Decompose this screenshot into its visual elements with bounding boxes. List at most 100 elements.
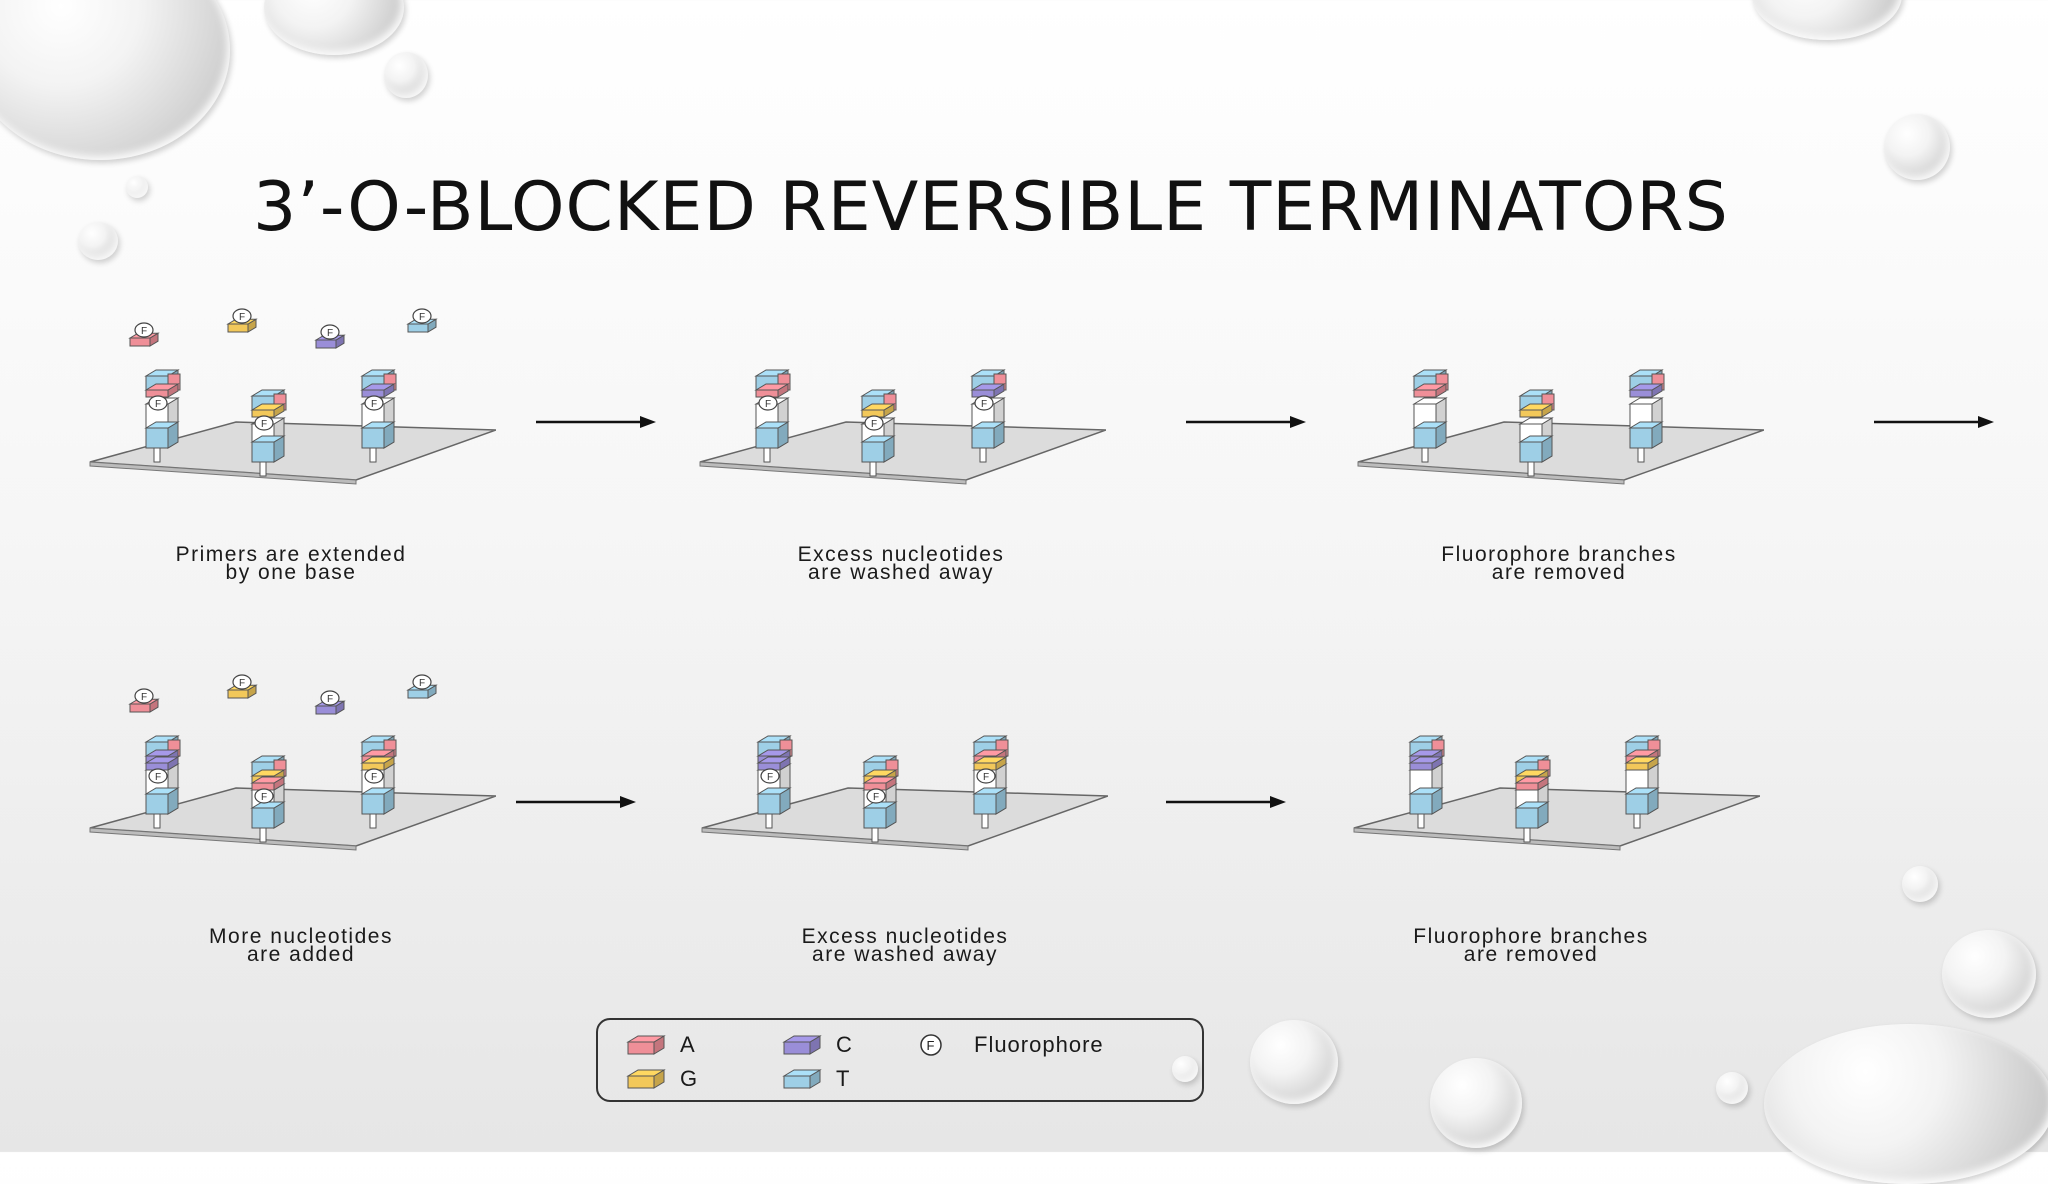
panel-1: F F F F F F F: [86, 300, 497, 500]
sequencing-scene: F F F F F F F: [89, 308, 497, 485]
svg-text:F: F: [981, 399, 987, 410]
fluorophore-icon: F: [976, 768, 996, 784]
glass-plate-edge: [701, 827, 969, 851]
panel-5-caption: Excess nucleotides are washed away: [700, 926, 1110, 965]
fluorophore-icon: F: [412, 674, 432, 690]
added-base-block: [1518, 403, 1554, 418]
svg-text:F: F: [871, 419, 877, 430]
fluorophore-icon: F: [320, 690, 340, 706]
glass-plate-edge: [89, 461, 357, 485]
svg-text:F: F: [141, 326, 147, 337]
sequencing-scene: F F F: [699, 369, 1107, 485]
glass-plate-edge: [89, 827, 357, 851]
fluorophore-icon: F: [148, 768, 168, 784]
panel-2: F F F: [696, 300, 1107, 500]
svg-text:F: F: [327, 328, 333, 339]
caption-line: Primers are extended: [175, 543, 407, 566]
glass-plate-edge: [1353, 827, 1621, 851]
fluorophore-icon: F: [920, 1034, 942, 1056]
legend-item-c: C: [776, 1030, 853, 1060]
fluorophore-symbol: F: [927, 1038, 936, 1053]
dna-strand: F: [250, 755, 287, 843]
svg-text:F: F: [327, 694, 333, 705]
dna-strand: F: [860, 389, 897, 477]
svg-text:F: F: [419, 312, 425, 323]
water-drop-decoration: [264, 0, 404, 55]
water-drop-decoration: [1752, 0, 1902, 40]
caption-line: are washed away: [808, 561, 994, 584]
legend-item-g: G: [620, 1064, 698, 1094]
legend-label: C: [836, 1032, 853, 1057]
caption-line: by one base: [225, 561, 357, 584]
process-arrow: [536, 412, 656, 437]
base-t-block: [972, 787, 1008, 815]
legend-label: G: [680, 1066, 699, 1091]
caption-line: Excess nucleotides: [797, 543, 1005, 566]
dna-strand: F: [144, 735, 181, 829]
panel-6: [1350, 666, 1761, 866]
svg-text:F: F: [155, 399, 161, 410]
process-arrow: [1166, 792, 1286, 817]
water-drop-decoration: [126, 176, 148, 198]
base-t-block: [250, 801, 286, 829]
base-t-block: [144, 787, 180, 815]
water-drop-decoration: [1716, 1072, 1748, 1104]
added-base-block: [754, 383, 790, 398]
svg-text:F: F: [261, 419, 267, 430]
svg-text:F: F: [371, 399, 377, 410]
water-drop-decoration: [0, 0, 230, 160]
water-drop-decoration: [78, 222, 118, 260]
base-t-block: [862, 801, 898, 829]
svg-text:F: F: [419, 678, 425, 689]
water-drop-decoration: [1884, 114, 1950, 180]
fluorophore-icon: F: [758, 395, 778, 411]
dna-strand: [1628, 369, 1665, 463]
dna-strand: F: [360, 735, 397, 829]
base-t-block: [860, 435, 896, 463]
nucleotide-c-icon: [782, 1035, 822, 1055]
fluorophore-icon: F: [864, 415, 884, 431]
added-base-block: [1628, 383, 1664, 398]
base-t-block: [1514, 801, 1550, 829]
sequencing-scene: [1357, 369, 1765, 485]
dna-strand: [1408, 735, 1445, 829]
svg-text:F: F: [261, 792, 267, 803]
dna-strand: [1514, 755, 1551, 843]
dna-strand: [1518, 389, 1555, 477]
legend-item-a: A: [620, 1030, 696, 1060]
sequencing-scene: [1353, 735, 1761, 851]
base-t-block: [360, 787, 396, 815]
added-base-block: [144, 383, 180, 398]
caption-line: Fluorophore branches: [1413, 925, 1649, 948]
dna-strand: [1624, 735, 1661, 829]
svg-text:F: F: [239, 312, 245, 323]
added-base-block: [360, 756, 396, 771]
dna-strand: F: [862, 755, 899, 843]
added-base-block: [1408, 756, 1444, 771]
fluorophore-icon: F: [974, 395, 994, 411]
added-base-block: [972, 756, 1008, 771]
legend: A C F Fluorophore G T: [596, 1018, 1204, 1102]
added-base-block: [1412, 383, 1448, 398]
svg-text:F: F: [155, 772, 161, 783]
process-arrow: [516, 792, 636, 817]
water-drop-decoration: [1764, 1024, 2048, 1184]
dna-strand: F: [972, 735, 1009, 829]
base-t-block: [756, 787, 792, 815]
legend-label: Fluorophore: [974, 1032, 1104, 1057]
water-drop-decoration: [384, 52, 428, 98]
nucleotide-g-icon: [626, 1069, 666, 1089]
added-base-block: [144, 756, 180, 771]
added-base-block: [360, 383, 396, 398]
legend-item-fluorophore: F Fluorophore: [914, 1030, 1104, 1060]
dna-strand: F: [250, 389, 287, 477]
legend-swatch-block: [626, 1035, 666, 1055]
base-t-block: [250, 435, 286, 463]
fluorophore-icon: F: [866, 788, 886, 804]
caption-line: are removed: [1463, 943, 1599, 966]
dna-strand: F: [756, 735, 793, 829]
water-drop-decoration: [1430, 1058, 1522, 1148]
svg-text:F: F: [765, 399, 771, 410]
svg-text:F: F: [873, 792, 879, 803]
